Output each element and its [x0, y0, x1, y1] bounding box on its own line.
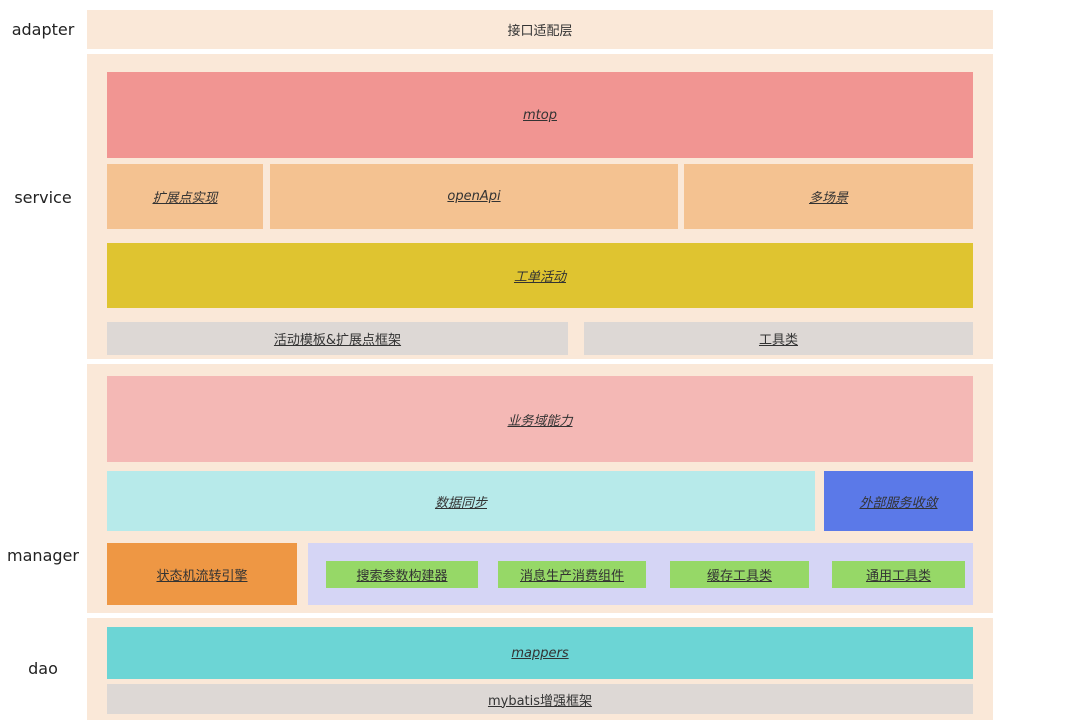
business-domain-box: 业务域能力: [107, 376, 973, 462]
search-builder-box: 搜索参数构建器: [326, 561, 478, 588]
adapter-layer: [87, 10, 993, 49]
layer-label-manager: manager: [7, 546, 79, 565]
mappers-box: mappers: [107, 627, 973, 679]
extension-impl-box: 扩展点实现: [107, 164, 263, 229]
activity-template-box: 活动模板&扩展点框架: [107, 322, 568, 355]
ticket-activity-box: 工单活动: [107, 243, 973, 308]
layer-label-dao: dao: [28, 659, 58, 678]
mtop-box: mtop: [107, 72, 973, 158]
external-service-box: 外部服务收敛: [824, 471, 973, 531]
multi-scene-box: 多场景: [684, 164, 973, 229]
tools-box: 工具类: [584, 322, 973, 355]
open-api-box: openApi: [270, 164, 678, 229]
common-tools-box: 通用工具类: [832, 561, 965, 588]
state-machine-box: 状态机流转引擎: [107, 543, 297, 605]
message-component-box: 消息生产消费组件: [498, 561, 646, 588]
mybatis-box: mybatis增强框架: [107, 684, 973, 714]
layer-label-service: service: [14, 188, 72, 207]
cache-tools-box: 缓存工具类: [670, 561, 809, 588]
interface-adapter-box: 接口适配层: [507, 24, 573, 39]
layer-label-adapter: adapter: [11, 20, 75, 39]
data-sync-box: 数据同步: [107, 471, 815, 531]
